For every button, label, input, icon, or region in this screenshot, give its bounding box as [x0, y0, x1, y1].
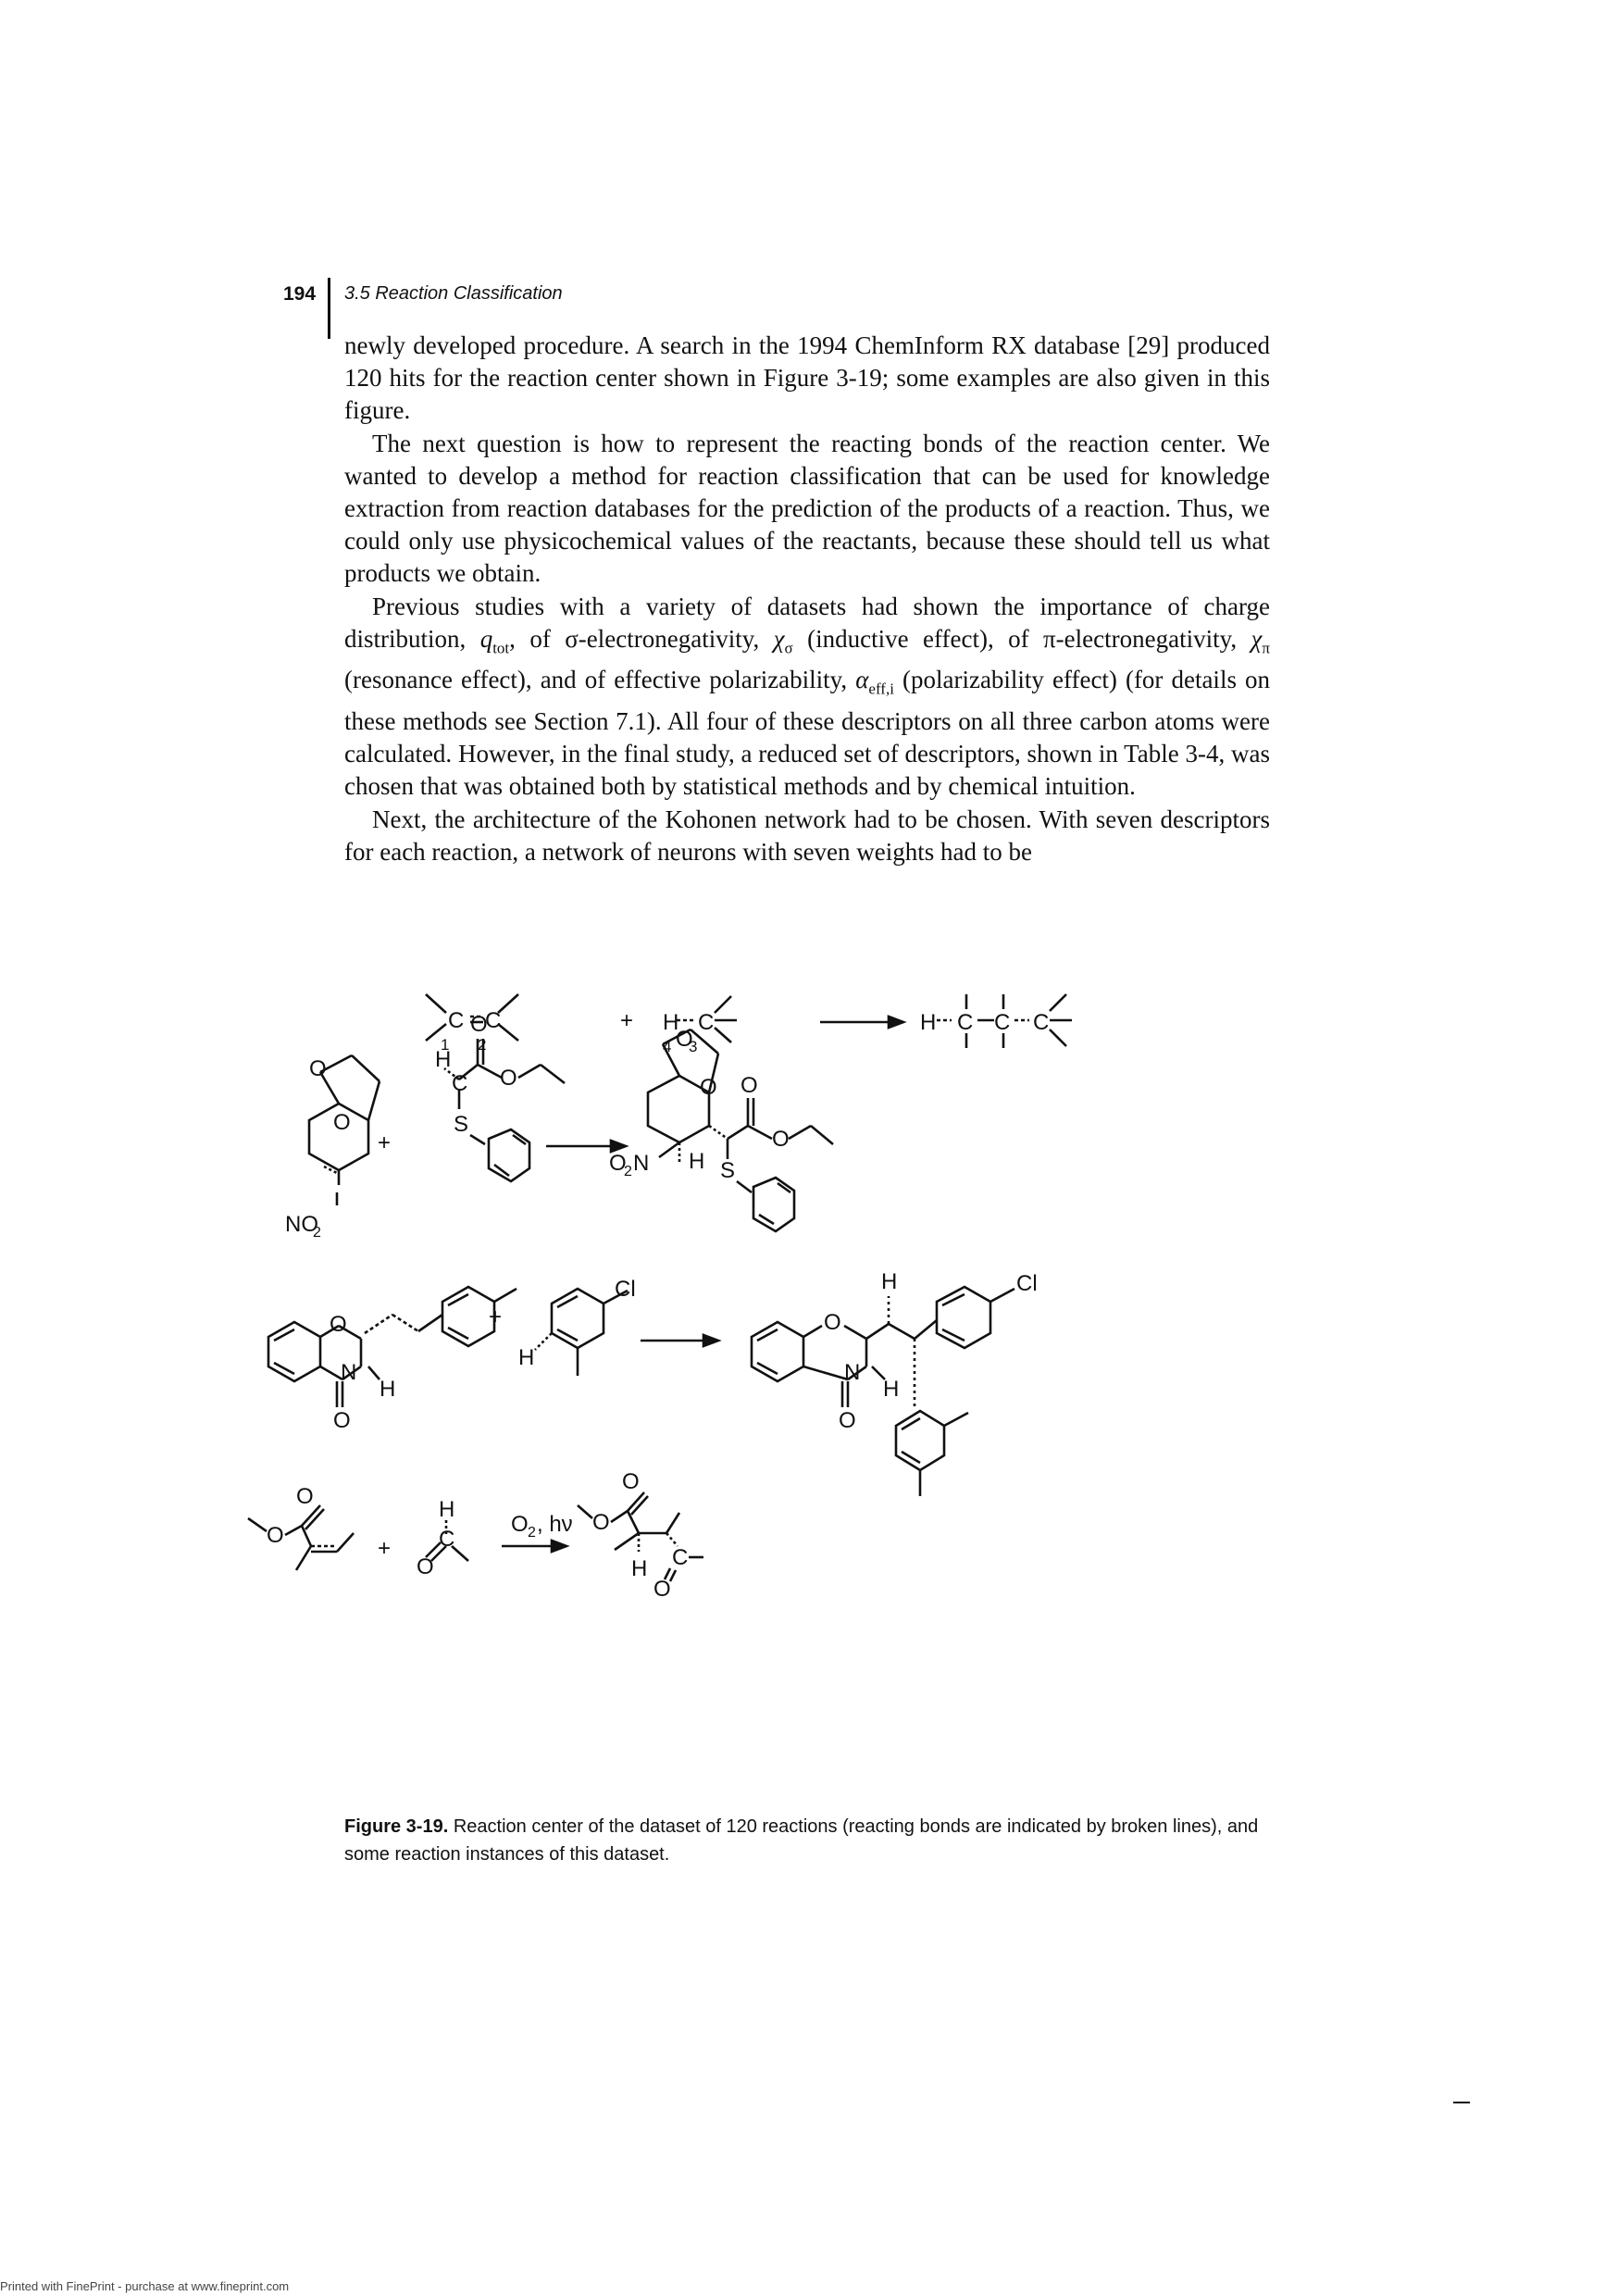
svg-text:4: 4: [663, 1038, 671, 1055]
svg-text:+: +: [620, 1008, 633, 1033]
svg-text:Cl: Cl: [1016, 1271, 1038, 1296]
svg-text:N: N: [341, 1360, 356, 1385]
paragraph-2: The next question is how to represent th…: [344, 429, 1270, 588]
svg-text:N: N: [844, 1360, 860, 1385]
svg-text:O: O: [592, 1510, 610, 1535]
svg-text:H: H: [631, 1556, 647, 1581]
svg-text:C: C: [672, 1545, 688, 1570]
svg-text:O: O: [267, 1523, 284, 1548]
svg-text:O: O: [839, 1408, 856, 1433]
paragraph-4: Next, the architecture of the Kohonen ne…: [344, 805, 1270, 866]
svg-text:O: O: [309, 1056, 327, 1081]
svg-text:NO: NO: [285, 1212, 318, 1237]
svg-text:N: N: [633, 1151, 649, 1176]
section-title: 3.5 Reaction Classification: [344, 283, 563, 304]
svg-text:H: H: [518, 1345, 534, 1370]
svg-text:H: H: [439, 1497, 454, 1522]
svg-text:S: S: [720, 1158, 735, 1183]
svg-text:O: O: [500, 1066, 517, 1091]
paragraph-1: newly developed procedure. A search in t…: [344, 331, 1270, 425]
margin-dash: [1453, 2102, 1470, 2103]
header-rule: [328, 278, 330, 339]
svg-text:O: O: [296, 1484, 314, 1509]
svg-text:+: +: [378, 1130, 391, 1155]
running-header: 194 3.5 Reaction Classification: [283, 278, 1301, 339]
svg-text:H: H: [380, 1377, 395, 1402]
print-footer: Printed with FinePrint - purchase at www…: [0, 2279, 290, 2293]
svg-text:O: O: [333, 1110, 351, 1135]
svg-text:C: C: [439, 1527, 454, 1552]
figure-3-19: C C 1 2 + H C 4 3 H C C C O O NO 2 + H C…: [241, 954, 1305, 1731]
svg-text:C: C: [448, 1008, 464, 1033]
svg-text:, hν: , hν: [537, 1512, 573, 1537]
svg-text:O: O: [622, 1469, 640, 1494]
svg-text:1: 1: [441, 1036, 449, 1054]
svg-text:C: C: [452, 1071, 467, 1096]
svg-text:O: O: [824, 1310, 841, 1335]
svg-text:C: C: [957, 1010, 973, 1035]
svg-text:H: H: [881, 1269, 897, 1294]
svg-text:O: O: [741, 1073, 758, 1098]
svg-text:C: C: [485, 1008, 501, 1033]
caption-label: Figure 3-19.: [344, 1816, 449, 1837]
svg-text:O: O: [511, 1512, 529, 1537]
svg-text:O: O: [470, 1012, 488, 1037]
reaction-scheme: C C 1 2 + H C 4 3 H C C C O O NO 2 + H C…: [247, 993, 1072, 1602]
svg-text:+: +: [489, 1304, 502, 1329]
svg-text:2: 2: [313, 1225, 321, 1241]
svg-text:2: 2: [624, 1164, 632, 1179]
body-text: newly developed procedure. A search in t…: [344, 330, 1270, 868]
svg-text:H: H: [883, 1377, 899, 1402]
svg-text:H: H: [920, 1010, 936, 1035]
svg-text:C: C: [1033, 1010, 1049, 1035]
svg-text:O: O: [700, 1075, 717, 1100]
svg-text:O: O: [676, 1027, 693, 1052]
svg-text:H: H: [689, 1149, 704, 1174]
svg-text:C: C: [698, 1010, 714, 1035]
svg-text:H: H: [663, 1010, 678, 1035]
svg-text:O: O: [330, 1312, 347, 1337]
figure-caption: Figure 3-19. Reaction center of the data…: [344, 1813, 1270, 1868]
svg-text:O: O: [653, 1577, 671, 1602]
svg-text:2: 2: [478, 1036, 486, 1054]
svg-text:Cl: Cl: [615, 1277, 636, 1302]
svg-text:3: 3: [689, 1038, 697, 1055]
svg-text:C: C: [994, 1010, 1010, 1035]
svg-text:O: O: [772, 1127, 790, 1152]
svg-text:O: O: [609, 1151, 627, 1176]
page-number: 194: [283, 283, 317, 305]
svg-text:+: +: [378, 1536, 391, 1561]
svg-text:H: H: [435, 1047, 451, 1072]
svg-text:S: S: [454, 1112, 468, 1137]
paragraph-3: Previous studies with a variety of datas…: [344, 592, 1270, 801]
svg-text:2: 2: [528, 1525, 536, 1541]
svg-text:O: O: [333, 1408, 351, 1433]
svg-text:O: O: [417, 1554, 434, 1579]
caption-text: Reaction center of the dataset of 120 re…: [344, 1816, 1259, 1865]
